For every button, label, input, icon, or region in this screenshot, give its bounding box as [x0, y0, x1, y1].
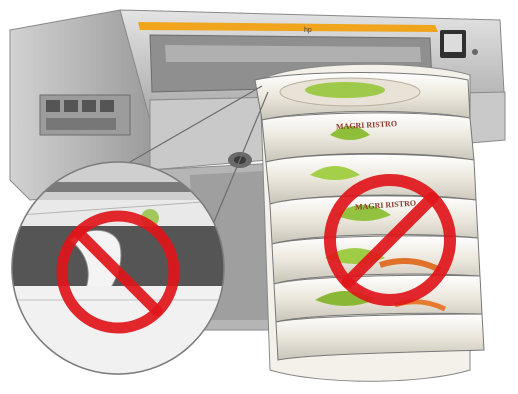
ink-cartridge-bay: [40, 95, 130, 135]
printer-logo: hp: [304, 27, 312, 34]
printer-window-glare: [165, 45, 421, 62]
